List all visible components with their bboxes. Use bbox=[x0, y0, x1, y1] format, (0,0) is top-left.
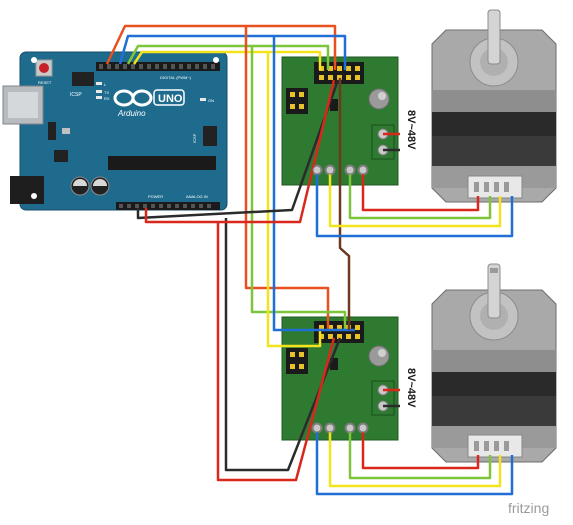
wire-yellow bbox=[266, 52, 322, 348]
icsp2-label: ICSP bbox=[192, 133, 197, 143]
wire-red bbox=[216, 222, 336, 482]
icsp-label: ICSP bbox=[70, 92, 82, 98]
wire-yellow bbox=[328, 428, 502, 488]
icsp-header bbox=[203, 126, 217, 146]
wire-yellow bbox=[132, 50, 322, 70]
wire-blue bbox=[315, 428, 514, 496]
wire-blue bbox=[118, 34, 347, 70]
power-label: POWER bbox=[148, 194, 163, 199]
wire-orange bbox=[105, 24, 337, 70]
wire-orange bbox=[244, 26, 330, 330]
wire-yellow bbox=[328, 170, 502, 228]
wire-green bbox=[126, 44, 330, 70]
arduino-logo bbox=[113, 89, 153, 107]
rx-label: RX bbox=[104, 96, 110, 101]
power-jack bbox=[10, 176, 44, 204]
wire-red bbox=[144, 79, 336, 224]
stepper-motor-top bbox=[431, 9, 557, 203]
l-label: L bbox=[104, 82, 107, 87]
on-label: ON bbox=[208, 98, 214, 103]
driver-dip-switch bbox=[286, 348, 308, 374]
wire-brown bbox=[338, 78, 351, 330]
driver-potentiometer bbox=[368, 88, 390, 110]
digital-label: DIGITAL (PWM~) bbox=[160, 75, 192, 80]
wire-green bbox=[348, 170, 492, 220]
arduino-brand-label: Arduino bbox=[117, 109, 146, 118]
atmega-chip bbox=[108, 156, 216, 170]
fritzing-watermark: fritzing bbox=[508, 500, 549, 516]
driver-signal-header bbox=[314, 62, 364, 84]
wires bbox=[105, 24, 514, 496]
wire-red bbox=[361, 428, 480, 470]
wire-green bbox=[348, 428, 492, 480]
wire-green bbox=[250, 46, 347, 330]
voltage-label-top: 8V~48V bbox=[405, 110, 417, 150]
analog-label: ANALOG IN bbox=[186, 194, 208, 199]
uno-label: UNO bbox=[158, 93, 183, 105]
driver-potentiometer bbox=[368, 345, 390, 367]
stepper-motor-bottom bbox=[431, 263, 557, 463]
reset-label: RESET bbox=[38, 80, 52, 85]
tx-label: TX bbox=[104, 90, 109, 95]
driver-signal-header bbox=[314, 321, 364, 343]
wire-black bbox=[224, 218, 342, 472]
voltage-label-bottom: 8V~48V bbox=[405, 368, 417, 408]
wire-red bbox=[361, 170, 480, 212]
stepper-driver-bottom: 8V~48V bbox=[281, 316, 417, 441]
arduino-uno-board: RESET ICSP DIGITAL (PWM~) L TX RX ON UNO… bbox=[2, 51, 228, 211]
driver-dip-switch bbox=[286, 88, 308, 114]
wire-blue bbox=[272, 36, 355, 332]
wire-black bbox=[136, 79, 340, 220]
wire-blue bbox=[315, 170, 514, 238]
